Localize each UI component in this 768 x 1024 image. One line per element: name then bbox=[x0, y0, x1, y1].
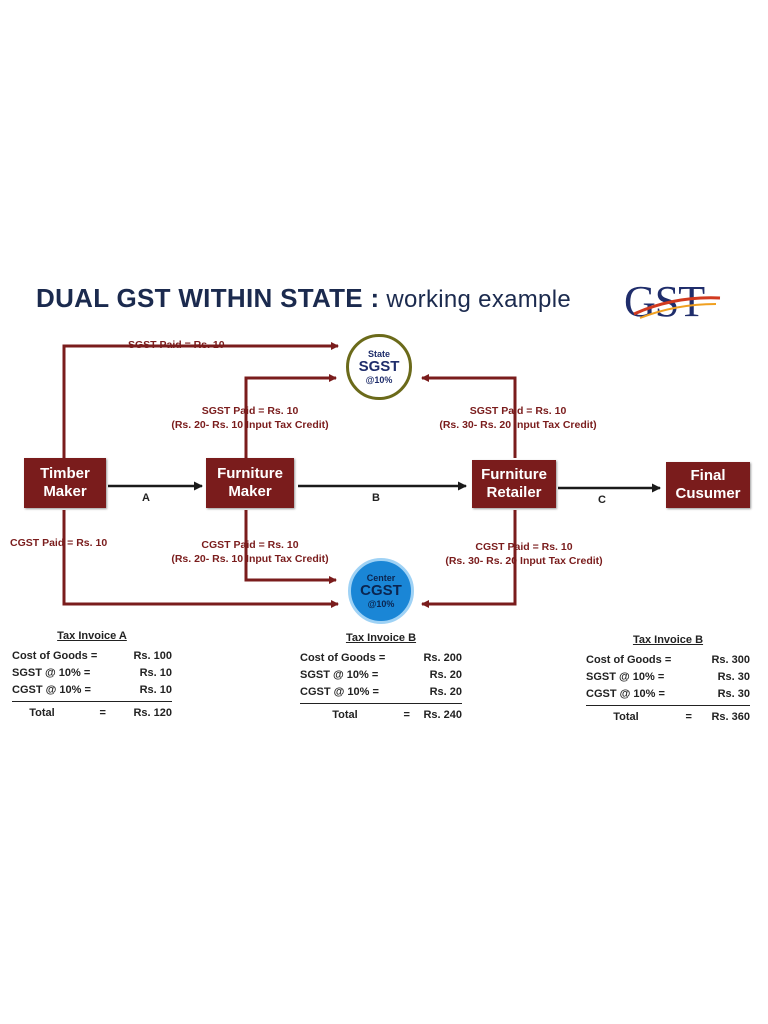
sgst-rate: @10% bbox=[365, 375, 393, 385]
state-label: State bbox=[367, 349, 390, 359]
node-retailer-line2: Retailer bbox=[486, 484, 542, 501]
label-retailer-sgst: SGST Paid = Rs. 10 (Rs. 30- Rs. 20 Input… bbox=[418, 404, 618, 432]
invoice-total-equals: = bbox=[99, 707, 106, 719]
invoice-row-key: Cost of Goods = bbox=[12, 650, 98, 662]
label-maker-sgst-line1: SGST Paid = Rs. 10 bbox=[201, 405, 299, 417]
invoice-row: CGST @ 10% = Rs. 30 bbox=[586, 686, 750, 703]
cgst-rate: @10% bbox=[367, 599, 395, 609]
label-maker-cgst: CGST Paid = Rs. 10 (Rs. 20- Rs. 10 Input… bbox=[150, 538, 350, 566]
invoice-row-value: Rs. 100 bbox=[133, 650, 172, 662]
invoice-total-label: Total bbox=[29, 707, 55, 719]
gst-logo-swoosh bbox=[633, 296, 721, 319]
label-retailer-cgst-line1: CGST Paid = Rs. 10 bbox=[475, 541, 573, 553]
center-label: Center bbox=[366, 573, 396, 583]
flow-label-a: A bbox=[142, 492, 150, 504]
title-bold: DUAL GST WITHIN STATE : bbox=[36, 283, 380, 313]
label-retailer-cgst-line2: (Rs. 30- Rs. 20 Input Tax Credit) bbox=[445, 555, 603, 567]
invoice-row: SGST @ 10% = Rs. 30 bbox=[586, 669, 750, 686]
node-timber-line2: Maker bbox=[43, 483, 87, 500]
invoice-title: Tax Invoice B bbox=[345, 632, 417, 644]
flow-label-c: C bbox=[598, 494, 606, 506]
title-subtitle: working example bbox=[379, 286, 571, 313]
edge-retailer-to-sgst bbox=[421, 374, 517, 458]
edge-retailer-to-cgst bbox=[421, 510, 517, 608]
invoice-row-key: Cost of Goods = bbox=[300, 652, 386, 664]
cgst-label: CGST bbox=[360, 582, 402, 599]
node-center-cgst: Center CGST @10% bbox=[348, 558, 414, 624]
invoice-row: CGST @ 10% = Rs. 10 bbox=[12, 682, 172, 699]
label-retailer-cgst: CGST Paid = Rs. 10 (Rs. 30- Rs. 20 Input… bbox=[424, 540, 624, 568]
invoice-row: SGST @ 10% = Rs. 10 bbox=[12, 665, 172, 682]
invoice-row-value: Rs. 30 bbox=[717, 671, 750, 683]
invoice-c: Tax Invoice B Cost of Goods = Rs. 300 SGS… bbox=[586, 634, 750, 726]
invoice-row-key: CGST @ 10% = bbox=[12, 684, 91, 696]
node-state-sgst: State SGST @10% bbox=[346, 334, 412, 400]
invoice-row: SGST @ 10% = Rs. 20 bbox=[300, 667, 462, 684]
invoice-row-value: Rs. 20 bbox=[429, 669, 462, 681]
invoice-total-equals: = bbox=[403, 709, 410, 721]
node-maker-line1: Furniture bbox=[217, 465, 283, 482]
invoice-total-row: Total = Rs. 120 bbox=[12, 705, 172, 722]
invoice-row-value: Rs. 10 bbox=[139, 684, 172, 696]
invoice-row: Cost of Goods = Rs. 300 bbox=[586, 652, 750, 669]
invoice-row: CGST @ 10% = Rs. 20 bbox=[300, 684, 462, 701]
edge-maker-to-sgst bbox=[244, 374, 337, 458]
label-retailer-sgst-line2: (Rs. 30- Rs. 20 Input Tax Credit) bbox=[439, 419, 597, 431]
label-retailer-sgst-line1: SGST Paid = Rs. 10 bbox=[469, 405, 567, 417]
invoice-b: Tax Invoice B Cost of Goods = Rs. 200 SGS… bbox=[300, 632, 462, 724]
edge-timber-to-cgst bbox=[62, 510, 339, 608]
invoice-row-value: Rs. 30 bbox=[717, 688, 750, 700]
invoice-a: Tax Invoice A Cost of Goods = Rs. 100 SGS… bbox=[12, 630, 172, 722]
gst-logo: GST bbox=[624, 276, 736, 328]
label-maker-sgst-line2: (Rs. 20- Rs. 10 Input Tax Credit) bbox=[171, 419, 329, 431]
label-maker-cgst-line2: (Rs. 20- Rs. 10 Input Tax Credit) bbox=[171, 553, 329, 565]
edge-maker-to-cgst bbox=[244, 510, 337, 584]
invoice-divider bbox=[300, 703, 462, 704]
invoice-divider bbox=[12, 701, 172, 702]
invoice-total-row: Total = Rs. 360 bbox=[586, 709, 750, 726]
invoice-row-value: Rs. 10 bbox=[139, 667, 172, 679]
invoice-row: Cost of Goods = Rs. 100 bbox=[12, 648, 172, 665]
gst-logo-text: GST bbox=[624, 277, 705, 326]
invoice-row-value: Rs. 20 bbox=[429, 686, 462, 698]
node-retailer-line1: Furniture bbox=[481, 466, 547, 483]
invoice-total-equals: = bbox=[685, 711, 692, 723]
node-timber-line1: Timber bbox=[40, 465, 90, 482]
invoice-total-value: Rs. 360 bbox=[711, 711, 750, 723]
label-timber-sgst: SGST Paid = Rs. 10 bbox=[128, 339, 225, 351]
invoice-row: Cost of Goods = Rs. 200 bbox=[300, 650, 462, 667]
invoice-row-key: CGST @ 10% = bbox=[586, 688, 665, 700]
invoice-row-key: SGST @ 10% = bbox=[586, 671, 665, 683]
invoice-title: Tax Invoice A bbox=[57, 630, 127, 642]
edge-timber-to-sgst bbox=[62, 342, 339, 458]
label-maker-cgst-line1: CGST Paid = Rs. 10 bbox=[201, 539, 299, 551]
invoice-row-key: SGST @ 10% = bbox=[12, 667, 91, 679]
invoice-row-value: Rs. 200 bbox=[423, 652, 462, 664]
invoice-total-value: Rs. 240 bbox=[423, 709, 462, 721]
invoice-title: Tax Invoice B bbox=[632, 634, 704, 646]
invoice-divider bbox=[586, 705, 750, 706]
page-title: DUAL GST WITHIN STATE : working example bbox=[36, 283, 571, 314]
invoice-total-label: Total bbox=[613, 711, 639, 723]
invoice-row-key: Cost of Goods = bbox=[586, 654, 672, 666]
label-timber-cgst: CGST Paid = Rs. 10 bbox=[10, 537, 108, 549]
invoice-row-value: Rs. 300 bbox=[711, 654, 750, 666]
invoice-total-label: Total bbox=[332, 709, 358, 721]
node-final-line2: Cusumer bbox=[675, 485, 741, 502]
invoice-total-row: Total = Rs. 240 bbox=[300, 707, 462, 724]
label-maker-sgst: SGST Paid = Rs. 10 (Rs. 20- Rs. 10 Input… bbox=[150, 404, 350, 432]
node-maker-line2: Maker bbox=[228, 483, 272, 500]
invoice-row-key: SGST @ 10% = bbox=[300, 669, 379, 681]
invoice-row-key: CGST @ 10% = bbox=[300, 686, 379, 698]
flow-label-b: B bbox=[372, 492, 380, 504]
sgst-label: SGST bbox=[358, 358, 400, 375]
invoice-total-value: Rs. 120 bbox=[133, 707, 172, 719]
node-final-line1: Final bbox=[690, 467, 726, 484]
